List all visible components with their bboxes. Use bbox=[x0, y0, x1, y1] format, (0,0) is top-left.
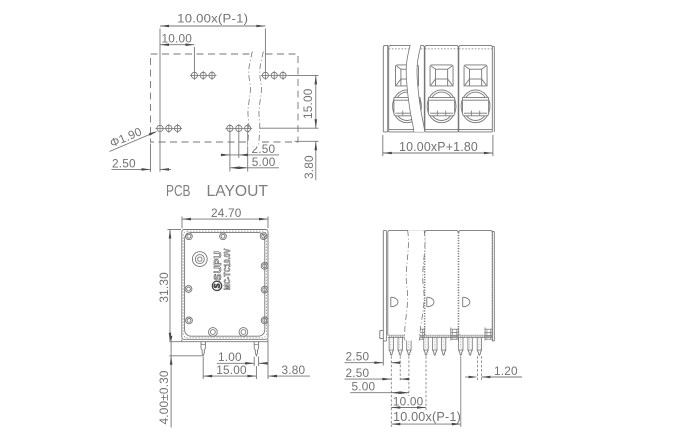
svg-text:LAYOUT: LAYOUT bbox=[207, 183, 269, 200]
svg-text:1.00: 1.00 bbox=[218, 350, 242, 364]
svg-text:10.00x(P-1): 10.00x(P-1) bbox=[177, 12, 248, 26]
svg-text:4.00±0.30: 4.00±0.30 bbox=[157, 370, 171, 424]
svg-text:5.00: 5.00 bbox=[252, 155, 276, 169]
svg-text:10.00x(P-1): 10.00x(P-1) bbox=[393, 409, 461, 424]
svg-text:ⓈSUPU: ⓈSUPU bbox=[211, 251, 224, 291]
svg-text:10.00: 10.00 bbox=[393, 394, 424, 408]
svg-text:24.70: 24.70 bbox=[211, 206, 242, 220]
svg-text:10.00xP+1.80: 10.00xP+1.80 bbox=[399, 139, 478, 154]
svg-text:PCB: PCB bbox=[166, 183, 191, 200]
svg-text:2.50: 2.50 bbox=[112, 156, 136, 170]
svg-text:10.00: 10.00 bbox=[162, 32, 193, 46]
svg-text:3.80: 3.80 bbox=[302, 155, 316, 179]
svg-text:3.80: 3.80 bbox=[282, 363, 306, 377]
svg-text:MC-TC10.0V: MC-TC10.0V bbox=[223, 248, 232, 290]
svg-text:2.50: 2.50 bbox=[346, 366, 370, 380]
svg-text:2.50: 2.50 bbox=[346, 350, 370, 364]
svg-text:31.30: 31.30 bbox=[157, 272, 171, 303]
svg-text:5.00: 5.00 bbox=[352, 380, 376, 394]
svg-text:1.20: 1.20 bbox=[494, 364, 518, 378]
svg-text:15.00: 15.00 bbox=[216, 363, 247, 377]
svg-text:15.00: 15.00 bbox=[301, 88, 315, 119]
